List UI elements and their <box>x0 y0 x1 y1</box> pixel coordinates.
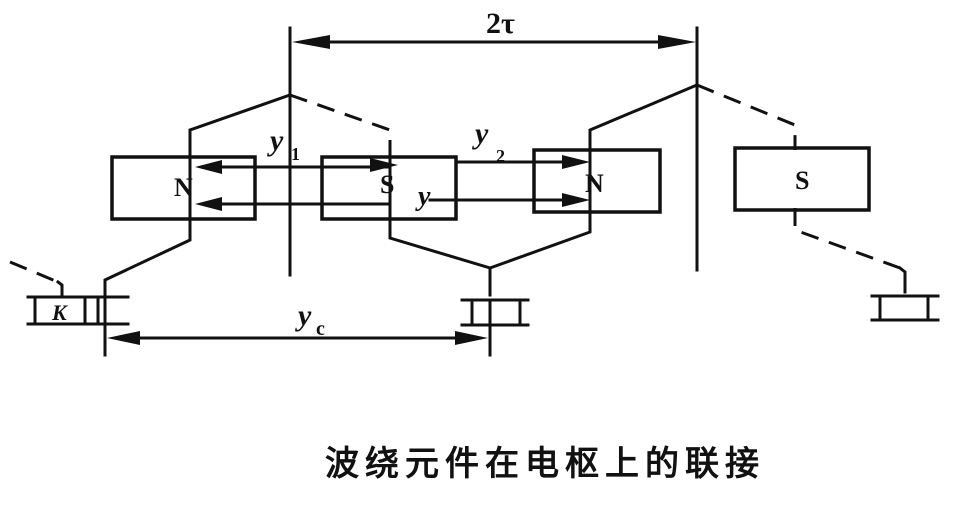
pole-label: S <box>380 170 394 199</box>
coil-element-1 <box>103 92 492 307</box>
svg-text:y: y <box>472 117 489 150</box>
back-pitch-label: y 2 <box>472 117 505 166</box>
commutator-segment-left: K <box>26 295 130 357</box>
current-arrows <box>188 153 592 217</box>
incoming-lead <box>9 260 59 284</box>
pole-label: S <box>795 166 809 195</box>
commutator-segment-right <box>870 294 940 322</box>
resultant-pitch-label: y <box>415 181 431 212</box>
pole-4-south: S <box>733 146 871 212</box>
svg-text:c: c <box>316 318 325 340</box>
pole-1-north: N <box>110 155 257 221</box>
svg-text:y: y <box>295 299 312 332</box>
commutator-segment-middle <box>460 298 530 357</box>
commutator-pitch-dimension: y c <box>107 299 488 345</box>
svg-text:1: 1 <box>291 144 300 164</box>
pole-spacing-label: 2τ <box>486 7 515 40</box>
front-pitch-label: y 1 <box>267 124 300 164</box>
pole-3-north: N <box>532 148 662 214</box>
pole-pitch-dimension: 2τ <box>288 7 699 277</box>
svg-text:y: y <box>267 124 284 157</box>
pole-label: N <box>585 169 604 198</box>
pole-label: N <box>174 173 193 202</box>
svg-text:2: 2 <box>496 146 505 166</box>
figure-caption: 波绕元件在电枢上的联接 <box>325 444 765 484</box>
commutator-mark: K <box>51 300 68 325</box>
coil-element-2 <box>488 83 907 294</box>
